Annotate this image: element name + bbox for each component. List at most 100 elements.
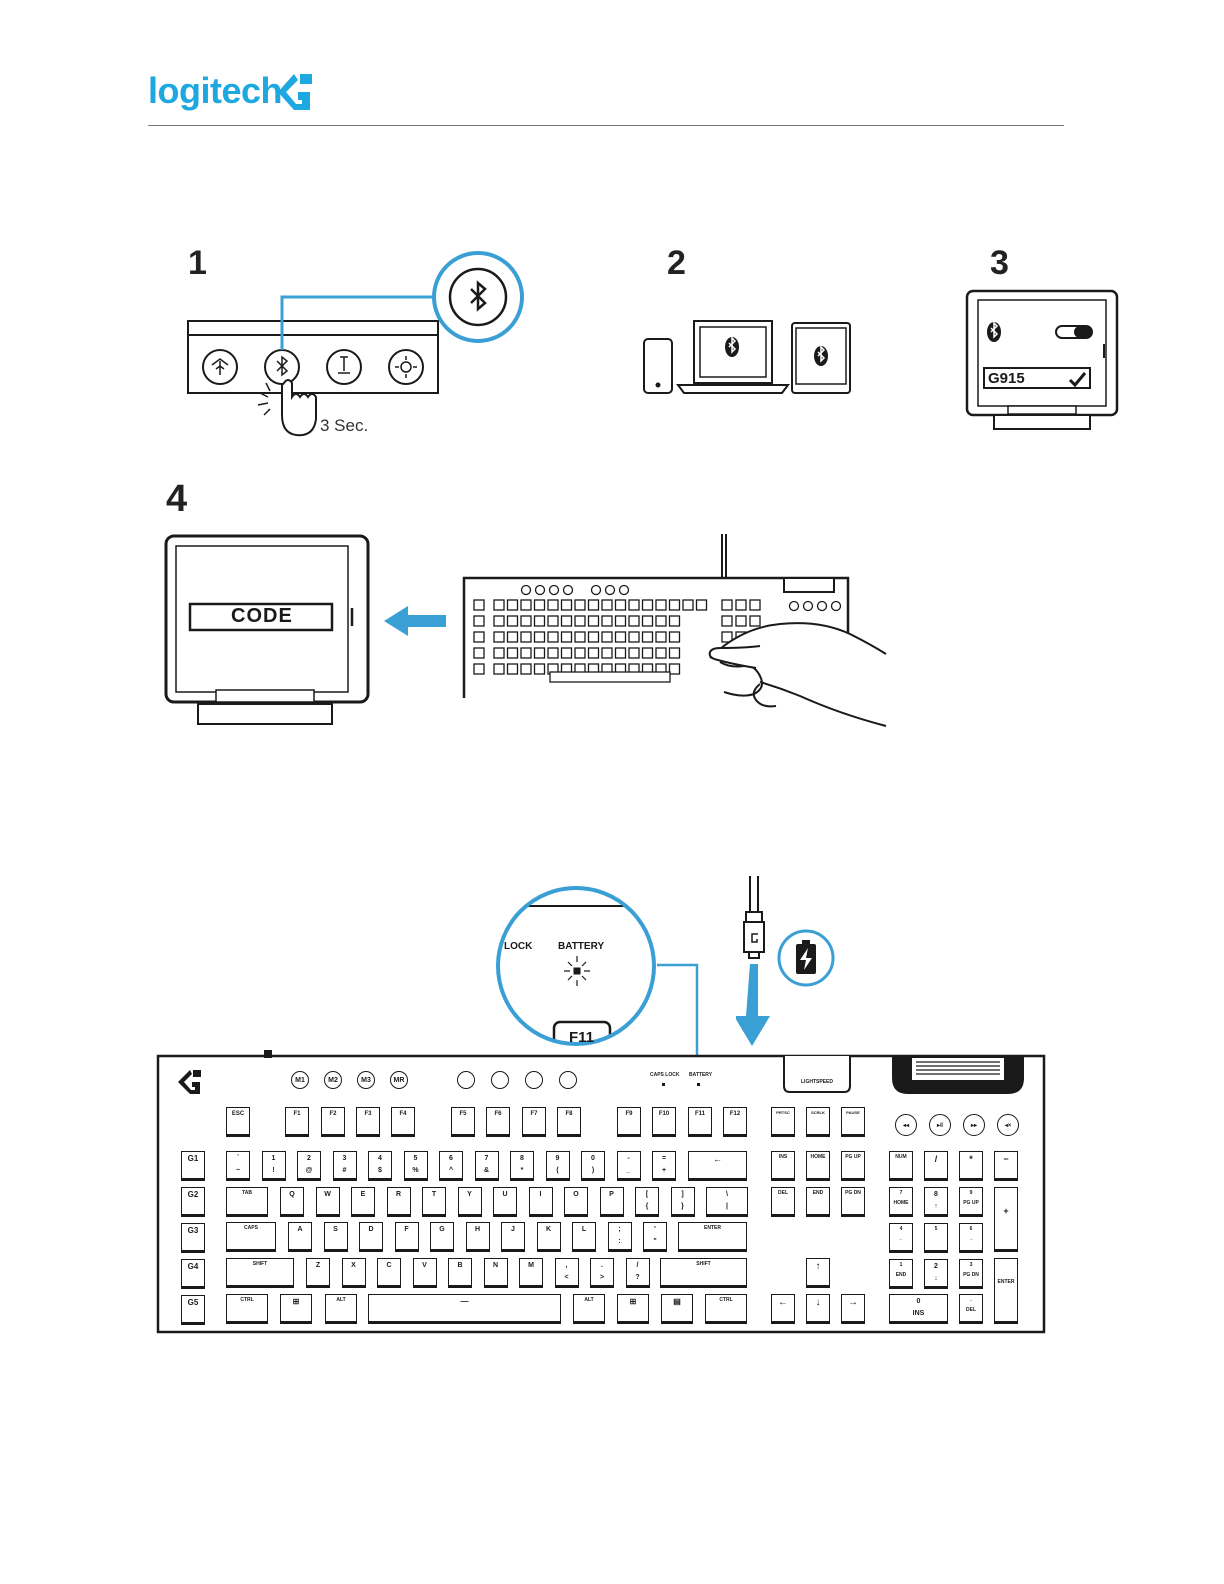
key-z-2: C	[377, 1258, 401, 1286]
numpad-r2-0-sublabel: ←	[898, 1236, 904, 1242]
step-3-number: 3	[990, 244, 1009, 282]
key-space-label: —	[460, 1297, 469, 1306]
key-f11: F11	[688, 1107, 712, 1135]
numpad-r2-1-label: 5	[934, 1226, 938, 1232]
key-q-4: T	[422, 1187, 446, 1215]
key-home-label: HOME	[810, 1154, 826, 1160]
numpad-top-1: /	[924, 1151, 948, 1179]
key-num-4: 4$	[368, 1151, 392, 1179]
key-q-3: R	[386, 1187, 411, 1215]
battery-indicator-label: BATTERY	[689, 1072, 713, 1078]
key-num-4-sublabel: $	[378, 1167, 382, 1174]
next-track-icon: ▸▸	[963, 1114, 985, 1136]
key-a-2-label: D	[368, 1226, 374, 1233]
key-end: END	[806, 1187, 830, 1215]
numpad-plus: +	[994, 1187, 1018, 1250]
key-num-2: 2@	[297, 1151, 321, 1179]
numpad-top-3: −	[994, 1151, 1018, 1179]
numpad-plus-label: +	[1003, 1206, 1009, 1216]
key-tab-label: TAB	[242, 1190, 252, 1196]
numpad-r3-0-label: 1	[899, 1262, 903, 1268]
wifi-icon	[457, 1071, 475, 1089]
step-2-number: 2	[667, 244, 686, 282]
key-arrow-down: ↓	[806, 1294, 830, 1322]
step-3-tablet-illustration	[965, 289, 1119, 430]
key-q-9-label: P	[609, 1191, 614, 1198]
key-backspace-label: ←	[713, 1154, 722, 1164]
key-home: HOME	[806, 1151, 830, 1179]
step-4-number: 4	[166, 478, 188, 520]
key-a-4-label: G	[439, 1226, 445, 1233]
key-q-2-label: E	[360, 1191, 366, 1198]
key-a-4: G	[430, 1222, 454, 1250]
key-q-11: ]}	[670, 1187, 695, 1215]
key-num-6-label: 6	[449, 1155, 453, 1162]
key-num-11-label: -	[627, 1155, 630, 1162]
key-f4: F4	[391, 1107, 415, 1135]
battery-indicator-zoom	[496, 886, 656, 1046]
key-a-5-label: H	[474, 1226, 481, 1233]
key-f9-label: F9	[625, 1111, 633, 1117]
key-q-5-label: Y	[467, 1191, 472, 1198]
key-pg-up-label: PG UP	[845, 1154, 861, 1160]
g-key-1-label: G1	[187, 1154, 199, 1163]
key-q-10-sublabel: {	[645, 1203, 649, 1210]
key-z-9: /?	[625, 1258, 650, 1286]
key-pause-label: PAUSE	[846, 1110, 860, 1115]
key-num-9-label: 9	[555, 1155, 560, 1162]
numpad-r2-2-label: 6	[969, 1226, 973, 1232]
caps-lock-led	[662, 1083, 665, 1086]
g-key-4-label: G4	[187, 1262, 199, 1271]
logitech-g-icon	[278, 74, 312, 110]
numpad-r2-2: 6→	[959, 1223, 983, 1251]
numpad-r3-2-sublabel: PG DN	[963, 1272, 979, 1278]
key-num-8-label: 8	[520, 1155, 524, 1162]
key-a-10: '"	[643, 1222, 667, 1250]
numpad-top-0-label: NUM	[895, 1154, 907, 1160]
key-z-9-label: /	[636, 1262, 639, 1269]
logitech-logo-wordmark: logitech	[148, 70, 283, 111]
key-a-8-label: L	[581, 1226, 587, 1233]
key-left-windows: ⊞	[280, 1294, 312, 1322]
key-right-alt: ALT	[573, 1294, 605, 1322]
key-num-7-sublabel: &	[483, 1167, 490, 1174]
key-f9: F9	[617, 1107, 641, 1135]
lightspeed-button-label: LIGHTSPEED	[801, 1079, 833, 1085]
game-mode-icon	[525, 1071, 543, 1089]
key-left-shift-label: SHIFT	[252, 1261, 268, 1267]
numpad-r1-1-sublabel: ↑	[934, 1203, 938, 1210]
key-num-0: `~	[226, 1151, 250, 1179]
key-enter: ENTER	[678, 1222, 747, 1250]
hold-duration-label: 3 Sec.	[320, 416, 369, 435]
key-num-3: 3#	[332, 1151, 357, 1179]
numpad-top-0: NUM	[889, 1151, 913, 1179]
numpad-r2-0-label: 4	[899, 1226, 903, 1232]
key-z-8-sublabel: >	[599, 1274, 605, 1281]
key-a-5: H	[465, 1222, 490, 1250]
key-z-7-sublabel: <	[564, 1274, 569, 1281]
numpad-r1-0-sublabel: HOME	[893, 1200, 909, 1206]
key-num-3-sublabel: #	[342, 1167, 347, 1174]
key-q-10-label: [	[645, 1191, 649, 1198]
numpad-r1-1: 8↑	[924, 1187, 948, 1215]
key-pause: PAUSE	[841, 1107, 865, 1135]
key-right-shift-label: SHIFT	[696, 1261, 711, 1267]
key-end-label: END	[812, 1190, 824, 1196]
key-q-12-label: \	[726, 1191, 728, 1198]
numpad-r2-0: 4←	[889, 1223, 913, 1251]
numpad-enter: ENTER	[994, 1258, 1018, 1322]
g-key-1: G1	[181, 1151, 205, 1179]
step-1-illustration	[187, 251, 524, 437]
key-f2: F2	[321, 1107, 345, 1135]
macro-key-m2: M2	[324, 1071, 342, 1089]
key-pg-dn-label: PG DN	[845, 1190, 861, 1196]
key-num-6: 6^	[439, 1151, 463, 1179]
key-q-6: U	[493, 1187, 517, 1215]
key-backspace: ←	[688, 1151, 747, 1179]
key-f7: F7	[522, 1107, 546, 1135]
key-enter-label: ENTER	[704, 1225, 721, 1231]
key-prtsc-label: PRTSC	[776, 1110, 790, 1115]
